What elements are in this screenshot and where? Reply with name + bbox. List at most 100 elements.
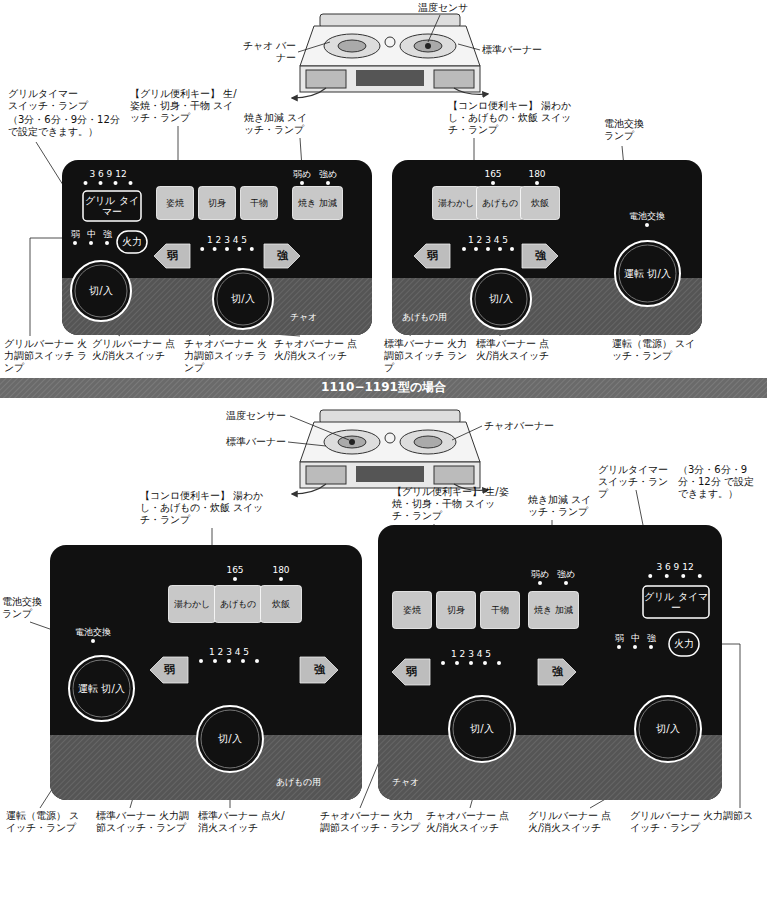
key-face xyxy=(521,187,560,220)
stove-illustration xyxy=(292,14,488,98)
callout-label: チャオバーナー 点火/消火スイッチ xyxy=(274,338,364,362)
control-panel: チャオ姿焼切身干物焼き 加減グリル タイマー火力弱切/入強切/入 xyxy=(378,525,722,800)
round-switch: 運転 切/入 xyxy=(614,240,681,307)
center-mark xyxy=(385,37,395,47)
lamp-dot xyxy=(617,645,621,649)
lamp-dot xyxy=(497,661,501,665)
key-switch: 火力 xyxy=(668,631,700,657)
lamp-dot xyxy=(645,223,649,227)
control-box xyxy=(434,70,474,88)
node-text: 干物 xyxy=(248,198,270,208)
key-switch: グリル タイマー xyxy=(642,585,710,619)
key-switch: 湯わかし xyxy=(168,585,216,623)
lamp-dot xyxy=(213,659,217,663)
key-face xyxy=(669,632,699,656)
node-text: 強 xyxy=(550,666,565,679)
node-text: 強 xyxy=(533,250,548,263)
lamp-dot xyxy=(227,659,231,663)
arrow-face xyxy=(264,244,300,268)
open-arrow xyxy=(454,484,488,490)
lamp-dot xyxy=(199,659,203,663)
arrow-face xyxy=(522,244,558,268)
node-text: 弱 xyxy=(404,666,419,679)
callout-label: 標準バーナー 火力調節スイッチ・ランプ xyxy=(96,810,192,834)
callout-label: チャオバーナー xyxy=(484,420,564,432)
switch-ring xyxy=(471,269,531,329)
arrow-switch: 弱 xyxy=(392,659,430,685)
node-text: 運転 切/入 xyxy=(76,683,127,695)
lamp-dot xyxy=(486,247,490,251)
node-text: 姿焼 xyxy=(401,605,423,615)
node-text: グリル タイマー xyxy=(82,195,142,218)
key-face xyxy=(83,191,141,221)
key-switch: 切身 xyxy=(436,591,476,629)
round-switch: 切/入 xyxy=(212,268,274,330)
lamp-dot xyxy=(498,247,502,251)
lamp-dot xyxy=(114,181,118,185)
key-switch: 炊飯 xyxy=(260,585,302,623)
lamp-dot xyxy=(300,181,304,185)
lamp-dot xyxy=(84,181,88,185)
leader-line xyxy=(428,15,440,42)
key-face xyxy=(169,586,216,623)
temperature-sensor xyxy=(425,43,431,49)
key-face xyxy=(643,586,709,618)
node-text: あげもの xyxy=(218,599,258,609)
switch-inner xyxy=(75,265,127,317)
arrow-face xyxy=(154,244,190,268)
node-text: チャオ xyxy=(290,312,317,322)
lamp-dot xyxy=(474,247,478,251)
switch-inner xyxy=(619,245,676,302)
arrow-switch: 弱 xyxy=(154,244,190,268)
lamp-dot xyxy=(510,247,514,251)
lamp-dot xyxy=(681,574,685,578)
center-mark xyxy=(385,433,395,443)
key-switch: 焼き 加減 xyxy=(292,186,343,220)
burner-cap xyxy=(414,436,442,448)
lamp-dot xyxy=(213,247,217,251)
lamp-dot xyxy=(255,659,259,663)
burner xyxy=(400,430,456,454)
key-face xyxy=(241,187,278,220)
node-text: 炊飯 xyxy=(529,198,551,208)
switch-ring xyxy=(449,696,515,762)
key-face xyxy=(477,187,524,220)
lamp-dot xyxy=(99,181,103,185)
lamp-dot xyxy=(237,247,241,251)
key-switch: 湯わかし xyxy=(432,186,480,220)
arrow-switch: 強 xyxy=(264,244,300,268)
lamp-dot xyxy=(491,181,495,185)
arrow-face xyxy=(538,659,576,685)
callout-label: 【コンロ便利キー】 湯わかし・あげもの・炊飯 スイッチ・ランプ xyxy=(448,100,578,136)
lamp-dot xyxy=(535,181,539,185)
open-arrow xyxy=(292,484,326,494)
control-box xyxy=(306,466,346,484)
callout-label: 焼き加減 スイッチ・ランプ xyxy=(528,494,592,518)
callout-label: （3分・6分・9分・12分 で設定できます。） xyxy=(678,464,762,500)
key-face xyxy=(293,187,343,220)
switch-inner xyxy=(201,710,259,768)
control-box xyxy=(434,466,474,484)
node-text: グリル タイマー xyxy=(642,591,710,614)
callout-label: グリルバーナー 点火/消火スイッチ xyxy=(92,338,178,362)
key-face xyxy=(199,187,236,220)
lamp-dot xyxy=(73,241,77,245)
round-switch: 切/入 xyxy=(470,268,532,330)
node-text: 強 xyxy=(312,664,327,677)
node-text: あげもの用 xyxy=(402,312,447,322)
node-text: 干物 xyxy=(489,605,511,615)
arrow-switch: 強 xyxy=(300,657,338,683)
switch-ring xyxy=(69,656,134,721)
panel-ground xyxy=(378,525,722,800)
key-face xyxy=(157,187,194,220)
round-switch: 切/入 xyxy=(196,705,264,773)
arrow-switch: 強 xyxy=(538,659,576,685)
key-face xyxy=(117,231,147,253)
key-switch: あげもの xyxy=(214,585,262,623)
callout-label: 【グリル便利キー】 生/姿焼・切身・干物 スイッチ・ランプ xyxy=(392,486,512,522)
node-text: 1110−1191型の場合 xyxy=(319,381,448,395)
callout-label: チャオ バーナー xyxy=(236,40,296,64)
callout-label: グリルバーナー 点火/消火スイッチ xyxy=(528,810,622,834)
